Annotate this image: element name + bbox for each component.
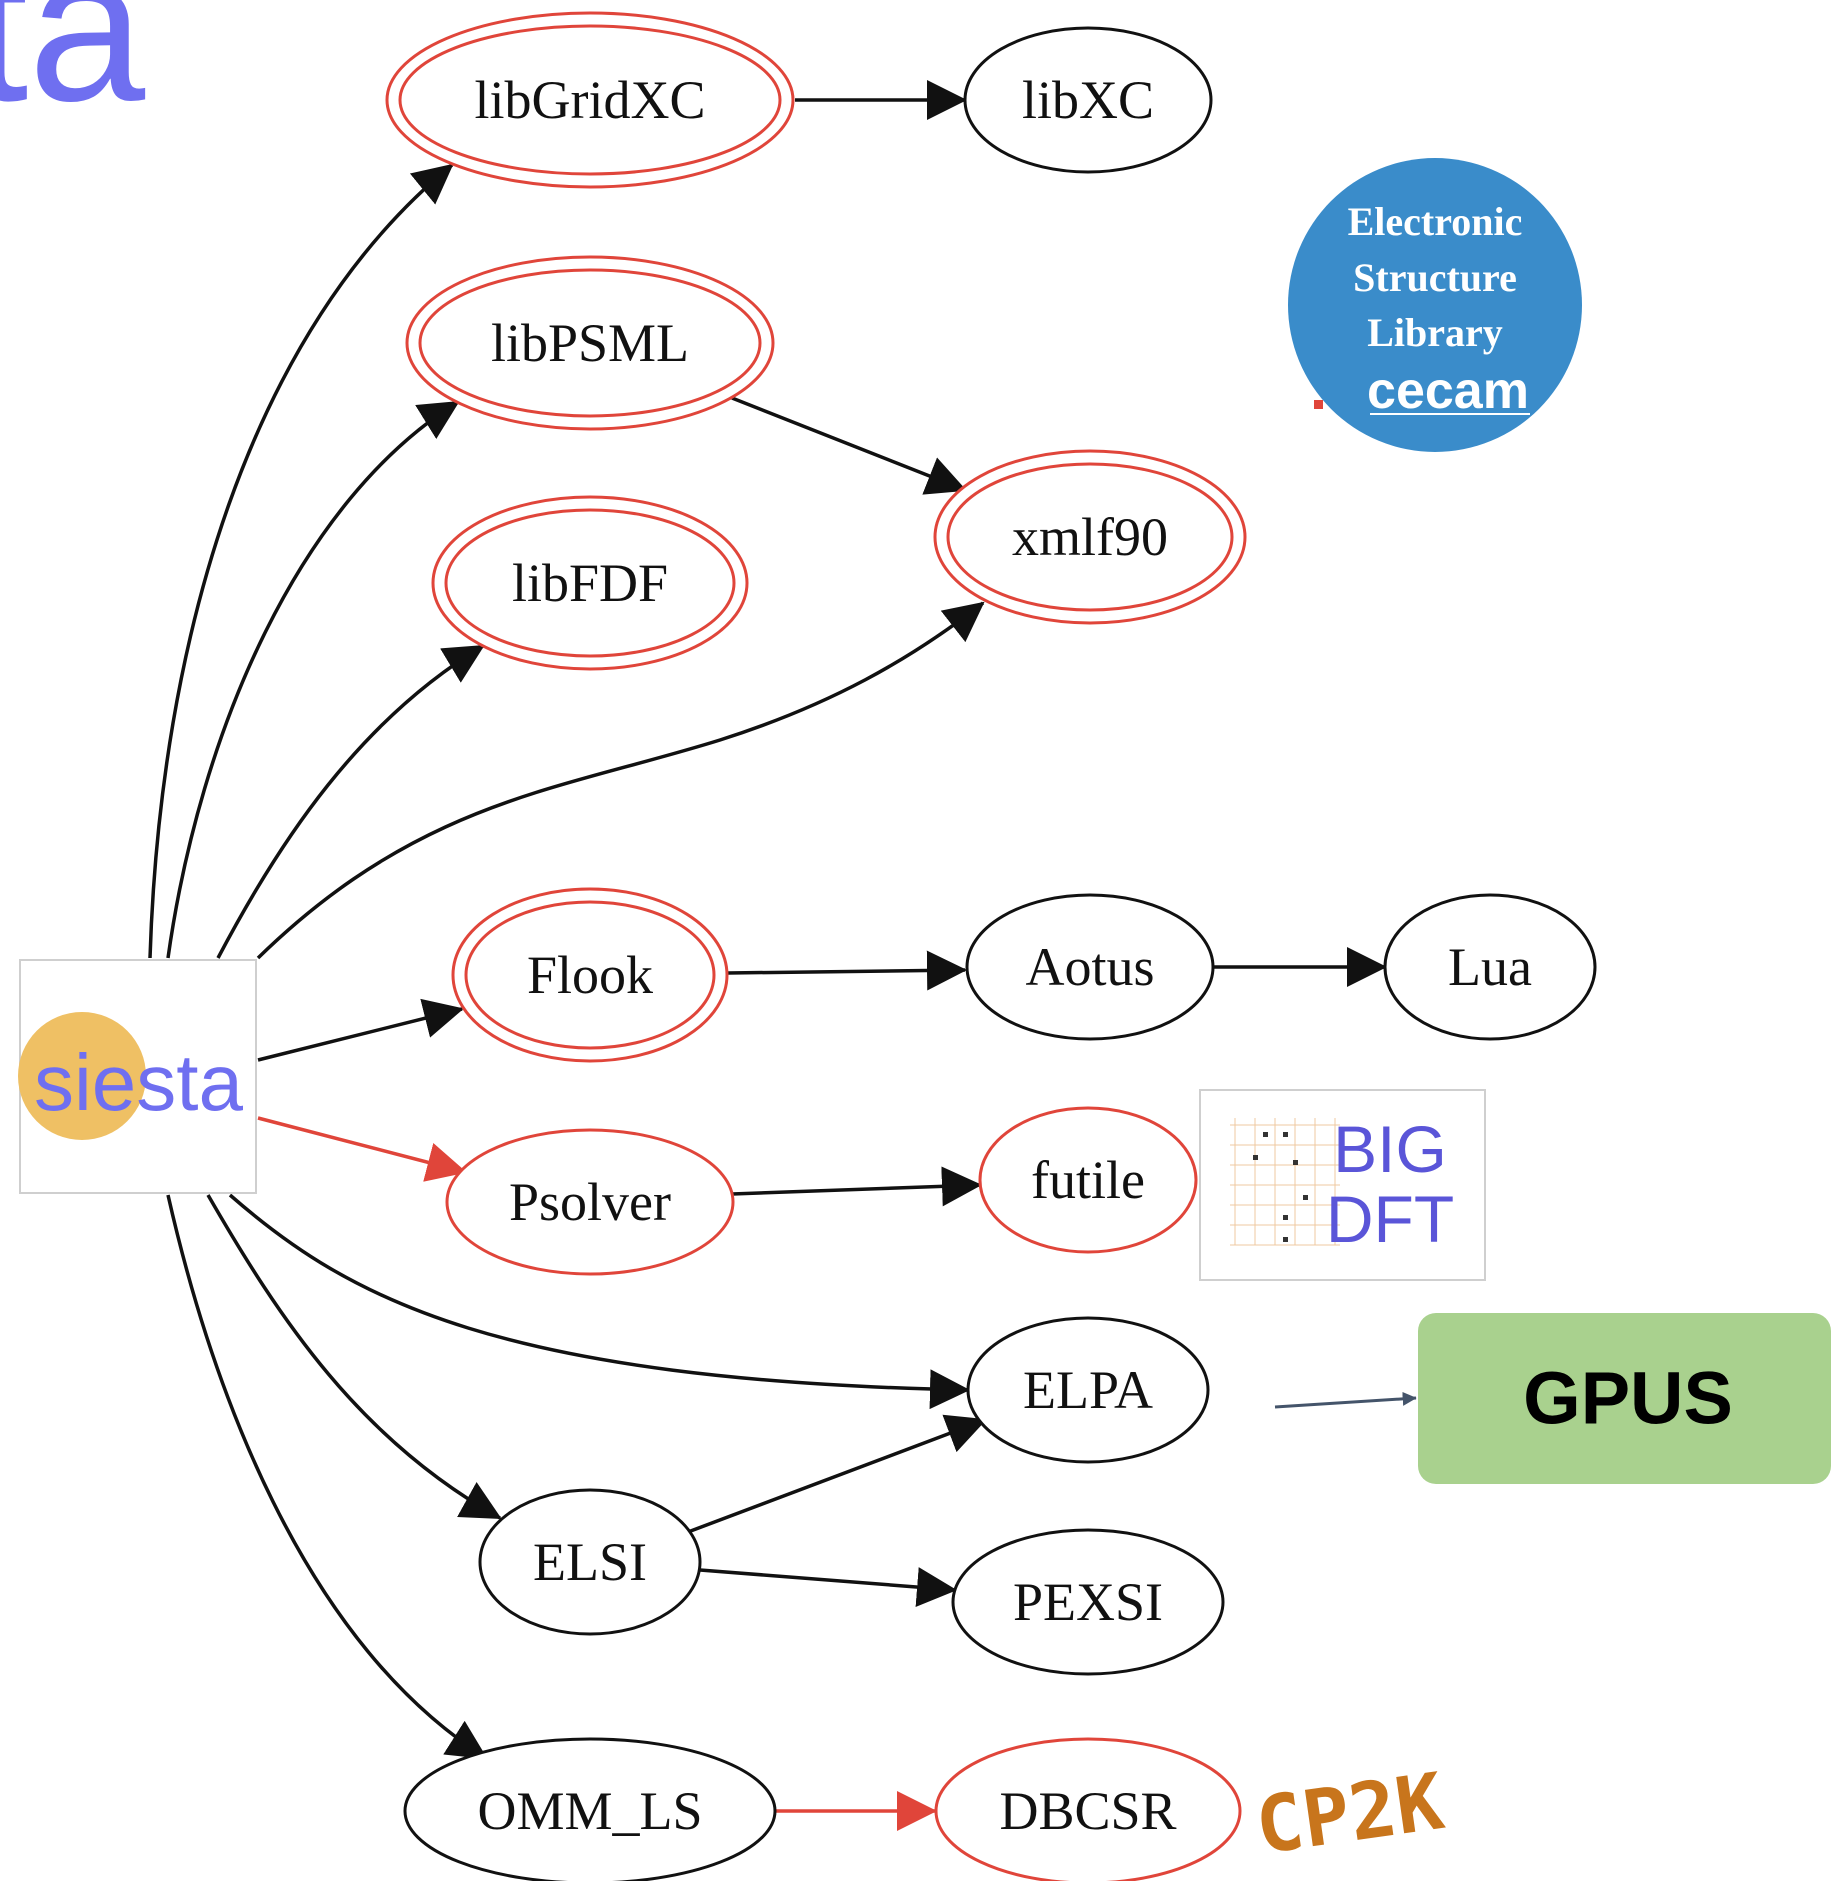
node-elpa[interactable]: ELPA: [966, 1316, 1210, 1464]
node-flook[interactable]: Flook: [451, 887, 729, 1063]
edge-siesta-xmlf90: [256, 601, 985, 960]
siesta-logo-text-b: sta: [136, 1038, 243, 1127]
cecam-brand: cecam: [1367, 362, 1529, 420]
edge-siesta-omm-ls: [166, 1194, 488, 1760]
node-xmlf90[interactable]: xmlf90: [933, 449, 1247, 625]
node-label-elsi: ELSI: [533, 1532, 647, 1592]
edge-elsi-pexsi: [699, 1567, 957, 1607]
node-label-psolver: Psolver: [509, 1172, 671, 1232]
node-lua[interactable]: Lua: [1383, 893, 1597, 1041]
node-libfdf[interactable]: libFDF: [431, 495, 749, 671]
gpus-box[interactable]: GPUS: [1418, 1313, 1831, 1484]
node-label-pexsi: PEXSI: [1013, 1572, 1163, 1632]
node-label-lua: Lua: [1448, 937, 1532, 997]
esl-badge-line3: Library: [1367, 310, 1503, 355]
esl-badge-line1: Electronic: [1348, 199, 1523, 244]
cp2k-logo: CP2K: [1250, 1757, 1449, 1872]
siesta-logo-text-a: sie: [34, 1038, 136, 1127]
bigdft-grid: [1230, 1118, 1340, 1246]
gpus-label: GPUS: [1523, 1357, 1733, 1440]
node-futile[interactable]: futile: [978, 1106, 1198, 1254]
esl-badge-line2: Structure: [1353, 255, 1517, 300]
edge-psolver-futile: [731, 1166, 982, 1207]
node-label-xmlf90: xmlf90: [1012, 507, 1168, 567]
node-label-dbcsr: DBCSR: [999, 1781, 1176, 1841]
node-label-libpsml: libPSML: [491, 313, 689, 373]
esl-edges: [257, 1116, 937, 1831]
node-pexsi[interactable]: PEXSI: [951, 1528, 1225, 1676]
edge-siesta-libpsml: [166, 400, 460, 959]
node-label-libxc: libXC: [1022, 70, 1154, 130]
edges: [148, 80, 1387, 1760]
bigdft-logo: BIG DFT: [1199, 1089, 1486, 1281]
edge-siesta-flook: [257, 998, 464, 1062]
edge-libpsml-xmlf90: [731, 396, 967, 495]
edge-siesta-elpa: [228, 1193, 970, 1410]
node-label-libgridxc: libGridXC: [474, 70, 705, 130]
gpus-arrow: [1274, 1391, 1417, 1409]
node-libxc[interactable]: libXC: [963, 26, 1213, 174]
node-label-libfdf: libFDF: [512, 553, 668, 613]
node-libgridxc[interactable]: libGridXC: [385, 11, 795, 189]
cecam-mark-icon: [1314, 400, 1323, 409]
node-label-omm-ls: OMM_LS: [477, 1781, 702, 1841]
node-omm-ls[interactable]: OMM_LS: [403, 1737, 777, 1881]
svg-text:siesta: siesta: [34, 1038, 243, 1127]
bigdft-line2: DFT: [1326, 1182, 1454, 1256]
node-dbcsr[interactable]: DBCSR: [934, 1737, 1242, 1881]
siesta-logo[interactable]: siesta: [18, 959, 257, 1194]
edge-elsi-elpa: [687, 1414, 987, 1534]
esl-cecam-badge: Electronic Structure Library cecam: [1288, 158, 1582, 452]
bigdft-dots: [1253, 1132, 1308, 1242]
siesta-logo-circle: [18, 1012, 146, 1140]
node-elsi[interactable]: ELSI: [478, 1488, 702, 1636]
edge-siesta-psolver: [257, 1116, 467, 1182]
bigdft-line1: BIG: [1333, 1112, 1447, 1186]
edge-siesta-libgridxc: [148, 163, 454, 959]
edge-siesta-elsi: [206, 1194, 502, 1520]
node-label-elpa: ELPA: [1023, 1360, 1153, 1420]
siesta-title-fragment: ta: [0, 0, 145, 145]
node-aotus[interactable]: Aotus: [965, 893, 1215, 1041]
node-psolver[interactable]: Psolver: [445, 1128, 735, 1276]
node-label-aotus: Aotus: [1025, 937, 1154, 997]
node-libpsml[interactable]: libPSML: [405, 255, 775, 431]
edge-flook-aotus: [727, 950, 967, 991]
edge-siesta-libfdf: [216, 644, 485, 959]
node-label-futile: futile: [1031, 1150, 1145, 1210]
node-label-flook: Flook: [527, 945, 653, 1005]
